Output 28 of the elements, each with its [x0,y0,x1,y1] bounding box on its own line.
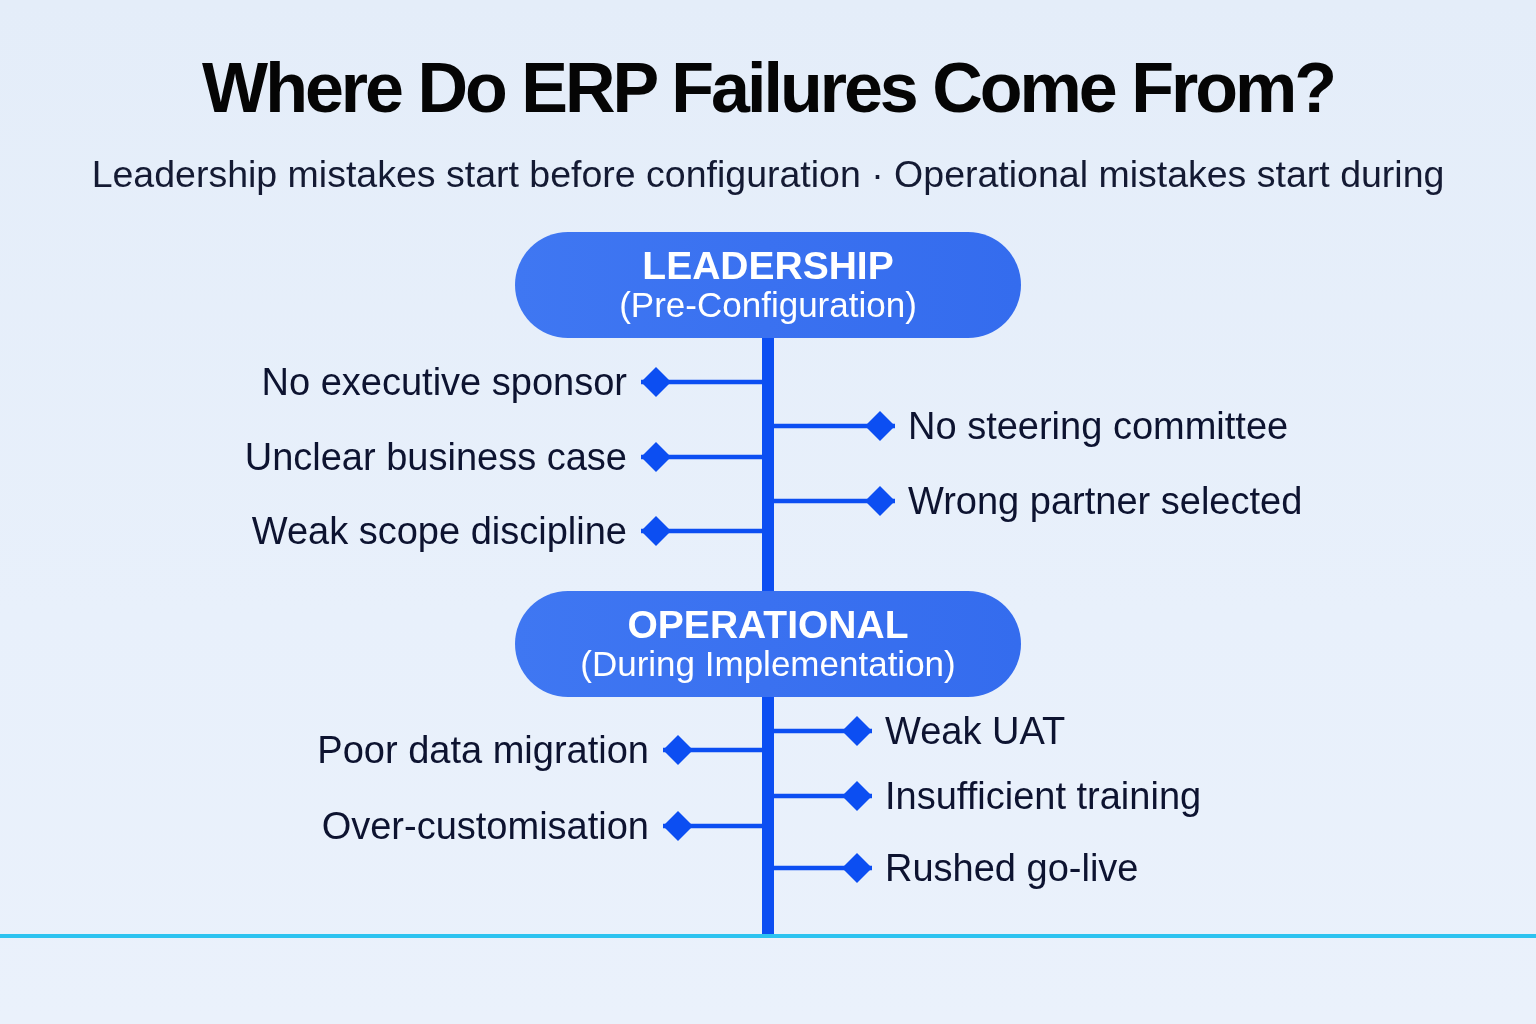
failure-cause-text: Rushed go-live [885,846,1139,890]
category-heading: OPERATIONAL [627,605,909,645]
diamond-connector [641,442,762,472]
failure-cause-text: Poor data migration [317,728,649,772]
diamond-connector [663,811,762,841]
diamond-connector [774,781,872,811]
diamond-connector [663,735,762,765]
failure-cause-text: Weak UAT [885,709,1066,753]
category-subheading: (During Implementation) [580,645,956,683]
diamond-connector [774,716,872,746]
failure-cause-text: Insufficient training [885,774,1202,818]
diamond-connector [774,853,872,883]
title: Where Do ERP Failures Come From? [202,48,1334,129]
diamond-connector [774,411,895,441]
failure-cause-text: Over-customisation [321,804,649,848]
failure-cause-text: No steering committee [908,404,1289,448]
failure-cause-text: Weak scope discipline [251,509,627,553]
failure-cause-text: No executive sponsor [261,360,627,404]
diamond-connector [641,367,762,397]
diamond-connector [774,486,895,516]
failure-cause-text: Unclear business case [244,435,627,479]
spine-line [762,338,774,591]
spine-line [762,697,774,934]
failure-cause-text: Wrong partner selected [908,479,1303,523]
subtitle: Leadership mistakes start before configuration · Operational mistakes start during [91,152,1445,196]
category-heading: LEADERSHIP [642,246,894,286]
category-subheading: (Pre-Configuration) [619,286,917,324]
diamond-connector [641,516,762,546]
